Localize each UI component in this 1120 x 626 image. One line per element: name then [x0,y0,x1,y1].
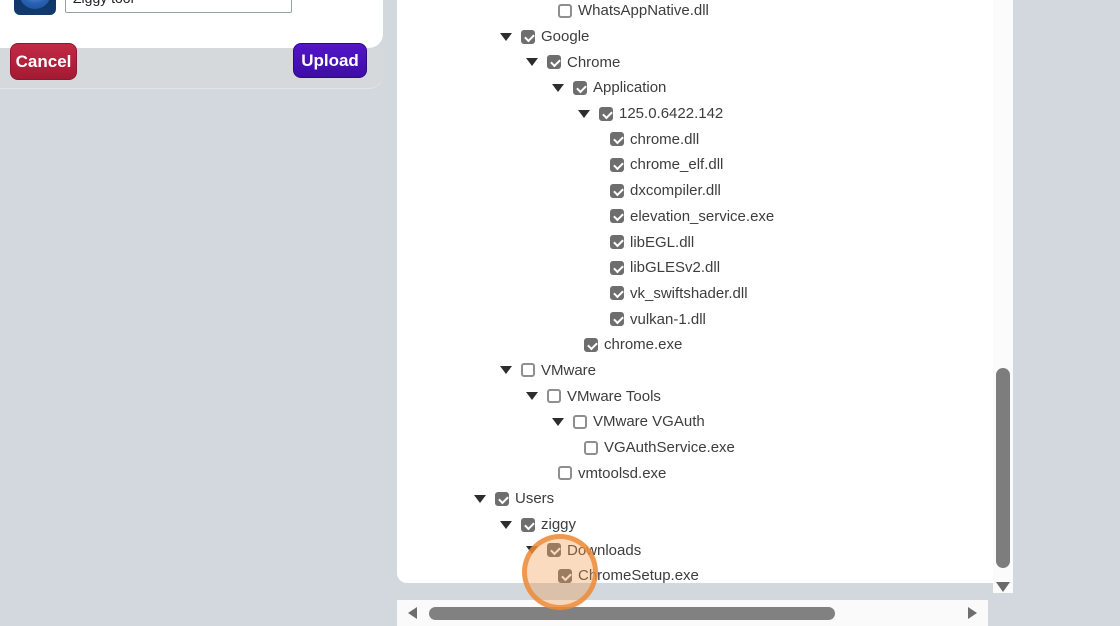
item-checkbox[interactable] [610,286,624,301]
item-checkbox[interactable] [599,106,613,121]
logo-sphere [19,0,51,9]
expand-arrow-icon[interactable] [552,83,564,92]
tree-row[interactable]: elevation_service.exe [397,204,1013,230]
tree-row[interactable]: VGAuthService.exe [397,435,1013,461]
tree-row[interactable]: Chrome [397,49,1013,75]
tree-row[interactable]: VMware Tools [397,383,1013,409]
item-checkbox[interactable] [610,260,624,275]
filename-input[interactable] [65,0,292,13]
expand-arrow-icon[interactable] [474,494,486,503]
tree-item-label[interactable]: libGLESv2.dll [630,259,721,277]
item-checkbox[interactable] [573,414,587,429]
tree-item-label[interactable]: VMware Tools [567,387,661,405]
tree-item-label[interactable]: vmtoolsd.exe [578,464,667,482]
expand-arrow-icon[interactable] [578,109,590,118]
tree-item-label[interactable]: vulkan-1.dll [630,310,706,328]
tree-item-label[interactable]: VMware [541,361,597,379]
tree-row[interactable]: chrome.dll [397,126,1013,152]
tree-item-label[interactable]: VGAuthService.exe [604,439,735,457]
expand-arrow-icon[interactable] [500,32,512,41]
tree-row[interactable]: chrome_elf.dll [397,152,1013,178]
item-checkbox[interactable] [610,235,624,250]
tree-item-label[interactable]: chrome.exe [604,336,683,354]
tree-item-label[interactable]: dxcompiler.dll [630,182,721,200]
item-checkbox[interactable] [584,440,598,455]
tree-row[interactable]: 125.0.6422.142 [397,101,1013,127]
tree-item-label[interactable]: vk_swiftshader.dll [630,284,748,302]
item-checkbox[interactable] [610,183,624,198]
expand-arrow-icon[interactable] [526,546,538,555]
vertical-scrollbar-thumb[interactable] [996,368,1010,568]
tree-item-label[interactable]: Google [541,28,590,46]
tree-item-label[interactable]: libEGL.dll [630,233,695,251]
expand-arrow-icon[interactable] [500,520,512,529]
item-checkbox[interactable] [547,543,561,558]
tree-row[interactable]: Application [397,75,1013,101]
item-checkbox[interactable] [521,29,535,44]
tree-row[interactable]: vulkan-1.dll [397,306,1013,332]
expand-arrow-icon[interactable] [526,58,538,67]
item-checkbox[interactable] [558,466,572,481]
tree-item-label[interactable]: ChromeSetup.exe [578,567,699,583]
tree-row[interactable]: libGLESv2.dll [397,255,1013,281]
tree-row[interactable]: ziggy [397,512,1013,538]
app-logo-icon [14,0,56,15]
vertical-scrollbar[interactable] [993,0,1013,593]
cancel-button[interactable]: Cancel [10,43,77,80]
expand-arrow-icon[interactable] [500,366,512,375]
tree-item-label[interactable]: WhatsAppNative.dll [578,2,709,20]
file-tree: WhatsAppNative.dll Google Chrome Applica… [397,0,1013,583]
item-checkbox[interactable] [610,312,624,327]
upload-button[interactable]: Upload [293,43,367,78]
tree-row[interactable]: dxcompiler.dll [397,178,1013,204]
item-checkbox[interactable] [558,568,572,583]
expand-arrow-icon[interactable] [526,392,538,401]
tree-item-label[interactable]: elevation_service.exe [630,207,775,225]
tree-item-label[interactable]: chrome.dll [630,130,700,148]
horizontal-scrollbar-thumb[interactable] [429,607,835,620]
item-checkbox[interactable] [495,491,509,506]
tree-row[interactable]: Users [397,486,1013,512]
tree-row[interactable]: vk_swiftshader.dll [397,281,1013,307]
item-checkbox[interactable] [610,157,624,172]
tree-item-label[interactable]: Chrome [567,53,621,71]
tree-item-label[interactable]: Users [515,490,555,508]
tree-item-label[interactable]: Application [593,79,667,97]
item-checkbox[interactable] [521,517,535,532]
item-checkbox[interactable] [558,3,572,18]
tree-row[interactable]: Google [397,24,1013,50]
tree-row[interactable]: VMware VGAuth [397,409,1013,435]
item-checkbox[interactable] [584,337,598,352]
tree-item-label[interactable]: 125.0.6422.142 [619,105,724,123]
tree-item-label[interactable]: Downloads [567,541,642,559]
scroll-left-arrow-icon[interactable] [408,607,417,619]
tree-item-label[interactable]: chrome_elf.dll [630,156,724,174]
horizontal-scrollbar[interactable] [397,600,988,626]
scroll-down-arrow-icon[interactable] [996,582,1010,592]
item-checkbox[interactable] [547,55,561,70]
tree-row[interactable]: chrome.exe [397,332,1013,358]
tree-item-label[interactable]: VMware VGAuth [593,413,705,431]
tree-row[interactable]: vmtoolsd.exe [397,460,1013,486]
scroll-right-arrow-icon[interactable] [968,607,977,619]
tree-row[interactable]: WhatsAppNative.dll [397,0,1013,24]
tree-row[interactable]: VMware [397,358,1013,384]
tree-row[interactable]: Downloads [397,537,1013,563]
item-checkbox[interactable] [573,80,587,95]
tree-row[interactable]: libEGL.dll [397,229,1013,255]
item-checkbox[interactable] [610,132,624,147]
item-checkbox[interactable] [610,209,624,224]
item-checkbox[interactable] [547,389,561,404]
expand-arrow-icon[interactable] [552,417,564,426]
tree-item-label[interactable]: ziggy [541,516,577,534]
tree-row[interactable]: ChromeSetup.exe [397,563,1013,583]
file-tree-panel: WhatsAppNative.dll Google Chrome Applica… [397,0,1013,583]
item-checkbox[interactable] [521,363,535,378]
